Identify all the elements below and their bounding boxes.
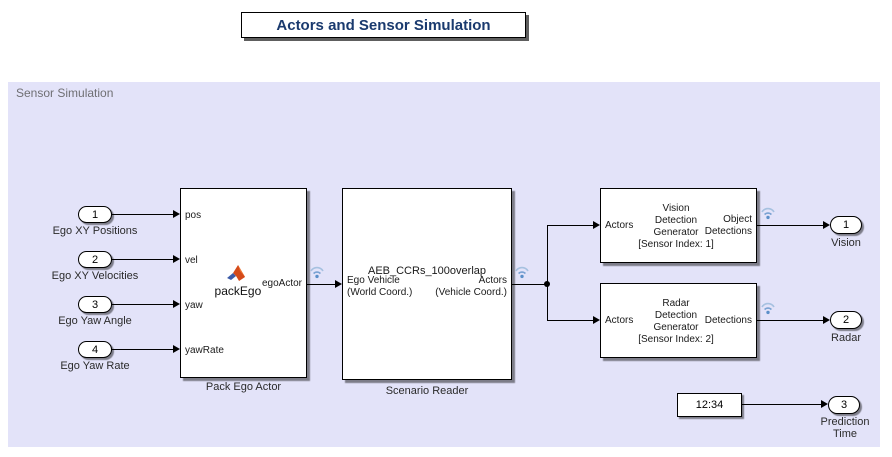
arrowhead [593,316,600,324]
inport-3-number: 3 [91,298,99,311]
pack-ego-actor-block[interactable]: pos vel yaw yawRate egoActor packEgo [180,188,307,378]
outport-3-label-line1: Prediction [820,416,870,428]
logging-badge-icon[interactable] [760,205,776,222]
model-title-block[interactable]: Actors and Sensor Simulation [241,12,526,38]
arrowhead [173,210,180,218]
vision-detection-generator-block[interactable]: Actors Vision Detection Generator [Senso… [600,188,757,263]
wire-scenario-out[interactable] [512,284,547,285]
inport-1-number: 1 [91,208,99,221]
inport-4-label: Ego Yaw Rate [60,360,130,372]
pin-actors-out-line1: Actors [478,275,507,286]
wire-inport3-to-packego[interactable] [112,304,173,305]
radar-detection-generator-block[interactable]: Actors Radar Detection Generator [Sensor… [600,283,757,358]
wire-inport4-to-packego[interactable] [112,349,173,350]
clock-value: 12:34 [695,399,724,411]
scenario-reader-block[interactable]: AEB_CCRs_100overlap Ego Vehicle (World C… [342,188,512,380]
pin-detections: Detections [704,315,752,326]
arrowhead [335,280,342,288]
wire-radar-to-outport2[interactable] [757,320,823,321]
outport-2-number: 2 [842,314,850,326]
wire-to-vision[interactable] [547,225,593,226]
outport-2[interactable]: 2 [830,311,862,329]
pin-yawrate: yawRate [185,345,224,356]
outport-3-label-line2: Time [832,428,858,440]
arrowhead [173,345,180,353]
inport-1[interactable]: 1 [78,206,112,223]
pin-actors-out-line2: (Vehicle Coord.) [435,287,507,298]
pin-vel: vel [185,255,198,266]
inport-2[interactable]: 2 [78,251,112,268]
pin-object-detections: Object Detections [705,214,752,238]
arrowhead [173,255,180,263]
radar-sensor-index: [Sensor Index: 2] [638,334,714,345]
pin-pos: pos [185,210,202,221]
radar-block-name: Radar Detection Generator [Sensor Index:… [631,298,721,346]
inport-1-label: Ego XY Positions [52,225,138,237]
inport-4[interactable]: 4 [78,341,112,358]
outport-3-label: Prediction Time [808,416,882,440]
model-title-text: Actors and Sensor Simulation [276,16,491,34]
radar-name-line1: Radar [662,298,690,309]
pin-ego-vehicle-line1: Ego Vehicle [347,275,400,286]
vision-name-line3: Generator [653,227,699,238]
wire-vision-to-outport1[interactable] [757,225,823,226]
outport-2-label: Radar [831,332,861,344]
vision-name-line1: Vision [662,203,690,214]
outport-3[interactable]: 3 [828,396,860,414]
outport-1-label: Vision [831,237,861,249]
wire-clock-to-outport3[interactable] [742,404,821,405]
matlab-function-name: packEgo [214,284,262,298]
scenario-reader-caption: Scenario Reader [385,385,469,397]
logging-badge-icon[interactable] [514,264,530,281]
pin-actors-out: Actors (Vehicle Coord.) [435,275,507,299]
radar-name-line2: Detection [654,310,698,321]
vision-name-line2: Detection [654,215,698,226]
radar-name-line3: Generator [653,322,699,333]
pin-object-line2: Detections [704,226,752,237]
pin-yaw: yaw [185,300,203,311]
wire-packego-to-scenario[interactable] [307,284,335,285]
arrowhead [823,221,830,229]
arrowhead [821,400,828,408]
arrowhead [823,316,830,324]
arrowhead [593,221,600,229]
area-label: Sensor Simulation [16,86,114,100]
wire-to-radar[interactable] [547,320,593,321]
wire-branch-up[interactable] [547,225,548,284]
pack-ego-actor-caption: Pack Ego Actor [205,381,282,393]
inport-2-number: 2 [91,253,99,266]
pin-ego-vehicle-line2: (World Coord.) [347,287,413,298]
pin-egoactor: egoActor [261,278,302,289]
outport-1[interactable]: 1 [830,216,862,234]
inport-3[interactable]: 3 [78,296,112,313]
wire-inport2-to-packego[interactable] [112,259,173,260]
logging-badge-icon[interactable] [309,264,325,281]
pin-object-line1: Object [723,214,752,225]
wire-branch-down[interactable] [547,284,548,320]
wire-inport1-to-packego[interactable] [112,214,173,215]
outport-1-number: 1 [842,219,850,231]
matlab-function-badge: packEgo [214,265,262,298]
scenario-name: AEB_CCRs_100overlap [367,265,486,277]
arrowhead [173,300,180,308]
pin-actors-in: Actors [605,315,634,326]
inport-3-label: Ego Yaw Angle [58,315,132,327]
inport-4-number: 4 [91,343,99,356]
digital-clock-block[interactable]: 12:34 [677,393,742,417]
logging-badge-icon[interactable] [760,300,776,317]
matlab-logo-icon [226,265,245,281]
pin-ego-vehicle: Ego Vehicle (World Coord.) [347,275,412,299]
vision-block-name: Vision Detection Generator [Sensor Index… [631,203,721,251]
pin-actors-in: Actors [605,220,634,231]
inport-2-label: Ego XY Velocities [51,270,139,282]
vision-sensor-index: [Sensor Index: 1] [638,239,714,250]
outport-3-number: 3 [840,399,848,411]
